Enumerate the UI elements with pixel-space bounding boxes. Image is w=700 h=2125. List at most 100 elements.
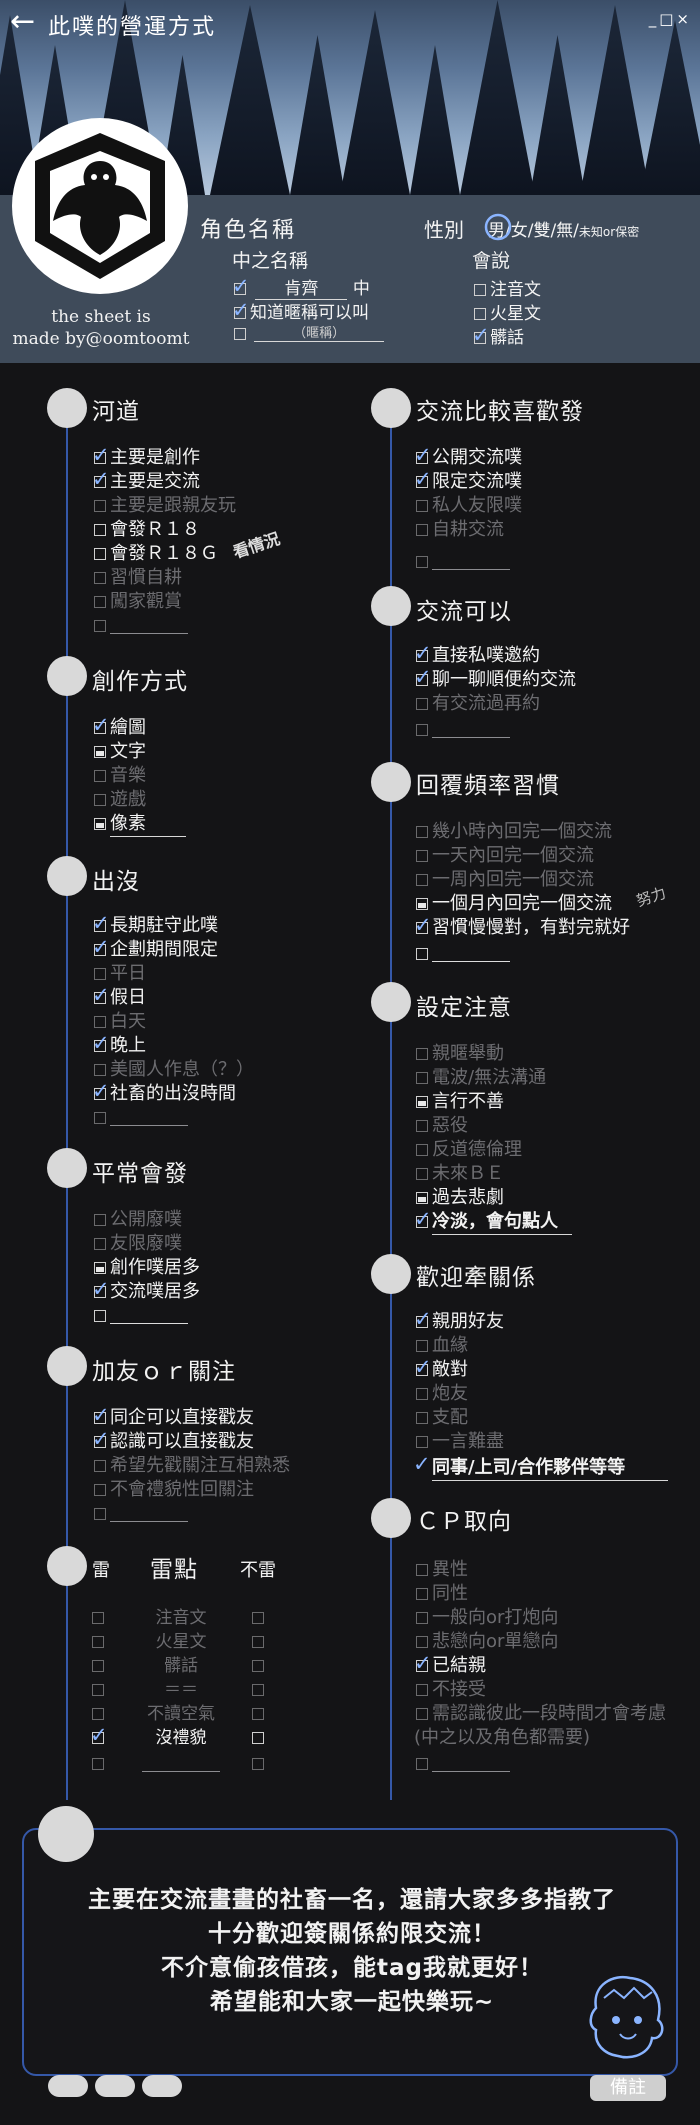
settings-option[interactable]: 惡役 bbox=[416, 1114, 468, 1138]
settings-option[interactable]: 未來ＢＥ bbox=[416, 1162, 504, 1186]
appear-option[interactable]: 平日 bbox=[94, 962, 146, 986]
mine-right-box[interactable] bbox=[252, 1630, 268, 1654]
relations-option[interactable]: ✓同事/上司/合作夥伴等等 bbox=[413, 1452, 668, 1481]
footer-pill-button-3[interactable] bbox=[142, 2075, 182, 2097]
prefer-blank-option[interactable] bbox=[416, 550, 510, 574]
friend-option[interactable]: ✓同企可以直接戳友 bbox=[92, 1403, 254, 1428]
cp-option[interactable]: 不接受 bbox=[416, 1678, 486, 1702]
mine-right-box[interactable] bbox=[252, 1606, 268, 1630]
settings-option[interactable]: 言行不善 bbox=[416, 1090, 504, 1114]
nickname-field-row[interactable]: （暱稱） bbox=[234, 322, 385, 342]
prefer-option[interactable]: ✓限定交流噗 bbox=[414, 467, 522, 492]
relations-option[interactable]: ✓親朋好友 bbox=[414, 1307, 504, 1332]
inner-name-checkbox[interactable]: ✓ bbox=[232, 274, 250, 298]
reply-option[interactable]: 一天內回完一個交流 bbox=[416, 844, 594, 868]
minimize-button[interactable]: _ bbox=[648, 10, 660, 28]
hedao-option[interactable]: 闖家觀賞 bbox=[94, 590, 182, 614]
back-arrow-icon[interactable]: ← bbox=[10, 4, 36, 39]
nickname-row[interactable]: ✓知道暱稱可以叫 bbox=[232, 298, 369, 323]
hedao-option[interactable]: 會發Ｒ１８ bbox=[94, 518, 200, 542]
reply-option[interactable]: 幾小時內回完一個交流 bbox=[416, 820, 612, 844]
reply-blank-option[interactable] bbox=[416, 942, 510, 966]
reply-option[interactable]: ✓習慣慢慢對，有對完就好 bbox=[414, 913, 630, 938]
can-option[interactable]: ✓聊一聊順便約交流 bbox=[414, 665, 576, 690]
relations-option[interactable]: 一言難盡 bbox=[416, 1430, 504, 1454]
mine-left-box[interactable] bbox=[92, 1654, 108, 1678]
cp-option[interactable]: 一般向or打炮向 bbox=[416, 1606, 558, 1630]
hedao-option[interactable]: ✓主要是創作 bbox=[92, 443, 200, 468]
mine-left-box[interactable] bbox=[92, 1678, 108, 1702]
can-option[interactable]: 有交流過再約 bbox=[416, 692, 540, 716]
settings-option[interactable]: 過去悲劇 bbox=[416, 1186, 504, 1210]
speak-option-3[interactable]: ✓髒話 bbox=[472, 323, 524, 348]
usual-option[interactable]: 創作噗居多 bbox=[94, 1256, 200, 1280]
creation-option[interactable]: 文字 bbox=[94, 740, 146, 764]
nickname-checkbox[interactable]: ✓ bbox=[232, 298, 250, 322]
creation-option[interactable]: 音樂 bbox=[94, 764, 146, 788]
mine-left-box[interactable]: ✓ bbox=[90, 1723, 108, 1747]
cp-option[interactable]: 需認識彼此一段時間才會考慮 bbox=[416, 1702, 666, 1726]
mine-left-box[interactable] bbox=[92, 1702, 108, 1726]
usual-blank-option[interactable] bbox=[94, 1304, 188, 1328]
prefer-option[interactable]: ✓公開交流噗 bbox=[414, 443, 522, 468]
usual-option[interactable]: ✓交流噗居多 bbox=[92, 1277, 200, 1302]
cp-option[interactable]: 同性 bbox=[416, 1582, 468, 1606]
speak-option-2[interactable]: 火星文 bbox=[474, 299, 541, 324]
creation-option[interactable]: 遊戲 bbox=[94, 788, 146, 812]
hedao-option[interactable]: 主要是跟親友玩 bbox=[94, 494, 236, 518]
mine-right-box[interactable] bbox=[252, 1726, 268, 1750]
appear-option[interactable]: 美國人作息（？） bbox=[94, 1058, 254, 1082]
cp-option[interactable]: 悲戀向or單戀向 bbox=[416, 1630, 558, 1654]
friend-option[interactable]: ✓認識可以直接戳友 bbox=[92, 1427, 254, 1452]
prefer-option[interactable]: 私人友限噗 bbox=[416, 494, 522, 518]
appear-option[interactable]: ✓長期駐守此噗 bbox=[92, 911, 218, 936]
reply-option[interactable]: 一個月內回完一個交流 bbox=[416, 892, 612, 916]
mine-right-box[interactable] bbox=[252, 1702, 268, 1726]
speak-option-1[interactable]: 注音文 bbox=[474, 275, 541, 300]
friend-blank-option[interactable] bbox=[94, 1502, 188, 1526]
maximize-button[interactable]: □ bbox=[659, 10, 677, 28]
prefer-option[interactable]: 自耕交流 bbox=[416, 518, 504, 542]
settings-option[interactable]: 電波/無法溝通 bbox=[416, 1066, 546, 1090]
nickname-field-checkbox[interactable] bbox=[234, 327, 246, 340]
hedao-option[interactable]: 習慣自耕 bbox=[94, 566, 182, 590]
reply-option[interactable]: 一周內回完一個交流 bbox=[416, 868, 594, 892]
friend-option[interactable]: 不會禮貌性回關注 bbox=[94, 1478, 254, 1502]
mine-left-box[interactable] bbox=[92, 1752, 108, 1776]
appear-option[interactable]: ✓社畜的出沒時間 bbox=[92, 1079, 236, 1104]
relations-option[interactable]: ✓敵對 bbox=[414, 1355, 468, 1380]
appear-blank-option[interactable] bbox=[94, 1106, 188, 1130]
creation-option[interactable]: ✓繪圖 bbox=[92, 713, 146, 738]
mine-right-box[interactable] bbox=[252, 1678, 268, 1702]
cp-option[interactable]: 異性 bbox=[416, 1558, 468, 1582]
close-button[interactable]: × bbox=[676, 10, 692, 28]
can-blank-option[interactable] bbox=[416, 718, 510, 742]
creation-option[interactable]: 像素 bbox=[94, 812, 186, 837]
appear-option[interactable]: ✓假日 bbox=[92, 983, 146, 1008]
relations-option[interactable]: 支配 bbox=[416, 1406, 468, 1430]
relations-option[interactable]: 血緣 bbox=[416, 1334, 468, 1358]
footer-pill-button-2[interactable] bbox=[95, 2075, 135, 2097]
inner-name-row[interactable]: ✓ 肯齊 中 bbox=[232, 274, 370, 300]
appear-option[interactable]: ✓晚上 bbox=[92, 1031, 146, 1056]
mine-right-box[interactable] bbox=[252, 1752, 268, 1776]
can-option[interactable]: ✓直接私噗邀約 bbox=[414, 641, 540, 666]
hedao-option[interactable]: 會發Ｒ１８Ｇ bbox=[94, 542, 218, 566]
footer-pill-button-1[interactable] bbox=[48, 2075, 88, 2097]
relations-option[interactable]: 炮友 bbox=[416, 1382, 468, 1406]
mine-left-box[interactable] bbox=[92, 1606, 108, 1630]
settings-option[interactable]: ✓冷淡，會句點人 bbox=[414, 1207, 572, 1235]
mine-blank[interactable] bbox=[142, 1752, 220, 1776]
hedao-blank-option[interactable] bbox=[94, 614, 188, 638]
mine-left-box[interactable] bbox=[92, 1630, 108, 1654]
friend-option[interactable]: 希望先戳關注互相熟悉 bbox=[94, 1454, 290, 1478]
appear-option[interactable]: 白天 bbox=[94, 1010, 146, 1034]
appear-option[interactable]: ✓企劃期間限定 bbox=[92, 935, 218, 960]
cp-blank-option[interactable] bbox=[416, 1752, 510, 1776]
settings-option[interactable]: 親暱舉動 bbox=[416, 1042, 504, 1066]
mine-right-box[interactable] bbox=[252, 1654, 268, 1678]
remark-button[interactable]: 備註 bbox=[590, 2075, 666, 2101]
hedao-option[interactable]: ✓主要是交流 bbox=[92, 467, 200, 492]
cp-option[interactable]: ✓已結親 bbox=[414, 1651, 486, 1676]
usual-option[interactable]: 公開廢噗 bbox=[94, 1208, 182, 1232]
